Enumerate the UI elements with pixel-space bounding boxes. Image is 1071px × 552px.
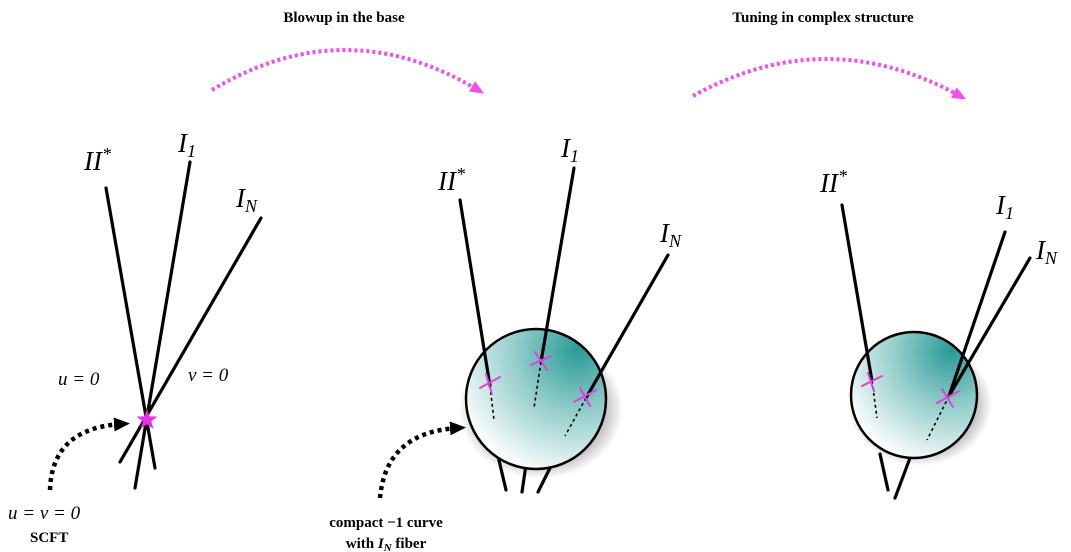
fiber-line-i1 (947, 230, 1007, 398)
fiber-line-ii-star (840, 203, 874, 383)
fiber-line-in (947, 256, 1032, 398)
panel-scft: II* I1 IN u = 0 v = 0 u = v = 0 SCFT (8, 128, 263, 546)
fiber-dash-in (564, 397, 587, 437)
fiber-line-in (584, 253, 670, 400)
panel-tuned: II* I1 IN (819, 166, 1058, 500)
scft-point-star-icon (136, 409, 158, 429)
fiber-line-ii-star (458, 198, 492, 388)
equation-u-eq-0: u = 0 (58, 369, 100, 390)
intersection-marker-ii-star (861, 372, 883, 392)
fiber-label-in: IN (1035, 235, 1058, 268)
compact-curve-sphere (849, 330, 979, 460)
heading-blowup: Blowup in the base (283, 10, 405, 26)
fiber-dash-i1 (533, 361, 542, 409)
scft-caption: SCFT (30, 530, 68, 546)
curve-pointer-arrow (377, 421, 466, 499)
fiber-label-ii-star: II* (83, 144, 111, 176)
fiber-line-in (118, 216, 263, 464)
fiber-caption: with IN fiber (346, 536, 427, 552)
fiber-label-i1: I1 (560, 133, 579, 166)
fiber-line-ii-star (104, 186, 157, 470)
fiber-label-ii-star: II* (819, 166, 847, 198)
fiber-line-i1 (539, 166, 576, 364)
blowup-arrow (210, 48, 485, 94)
fiber-stub-ii-star (878, 452, 890, 492)
intersection-marker-in (573, 387, 597, 407)
fiber-label-in: IN (235, 183, 258, 216)
fiber-label-i1: I1 (995, 190, 1014, 223)
fiber-label-i1: I1 (177, 128, 196, 161)
equation-u-eq-v-eq-0: u = v = 0 (8, 503, 81, 524)
scft-pointer-arrow (47, 417, 130, 491)
panel-blowup: II* I1 IN compact −1 curve with IN fiber (329, 133, 682, 552)
intersection-marker-i1 (530, 351, 552, 371)
equation-v-eq-0: v = 0 (188, 365, 229, 386)
compact-curve-caption: compact −1 curve (329, 515, 443, 531)
fiber-label-in: IN (659, 218, 682, 251)
intersection-marker-merged (936, 388, 960, 408)
intersection-marker-ii-star (479, 373, 501, 395)
heading-tuning: Tuning in complex structure (732, 10, 914, 26)
fiber-label-ii-star: II* (437, 164, 465, 196)
fiber-dash-merged (926, 395, 950, 441)
fiber-line-i1 (133, 160, 192, 490)
tuning-arrow (692, 57, 967, 100)
